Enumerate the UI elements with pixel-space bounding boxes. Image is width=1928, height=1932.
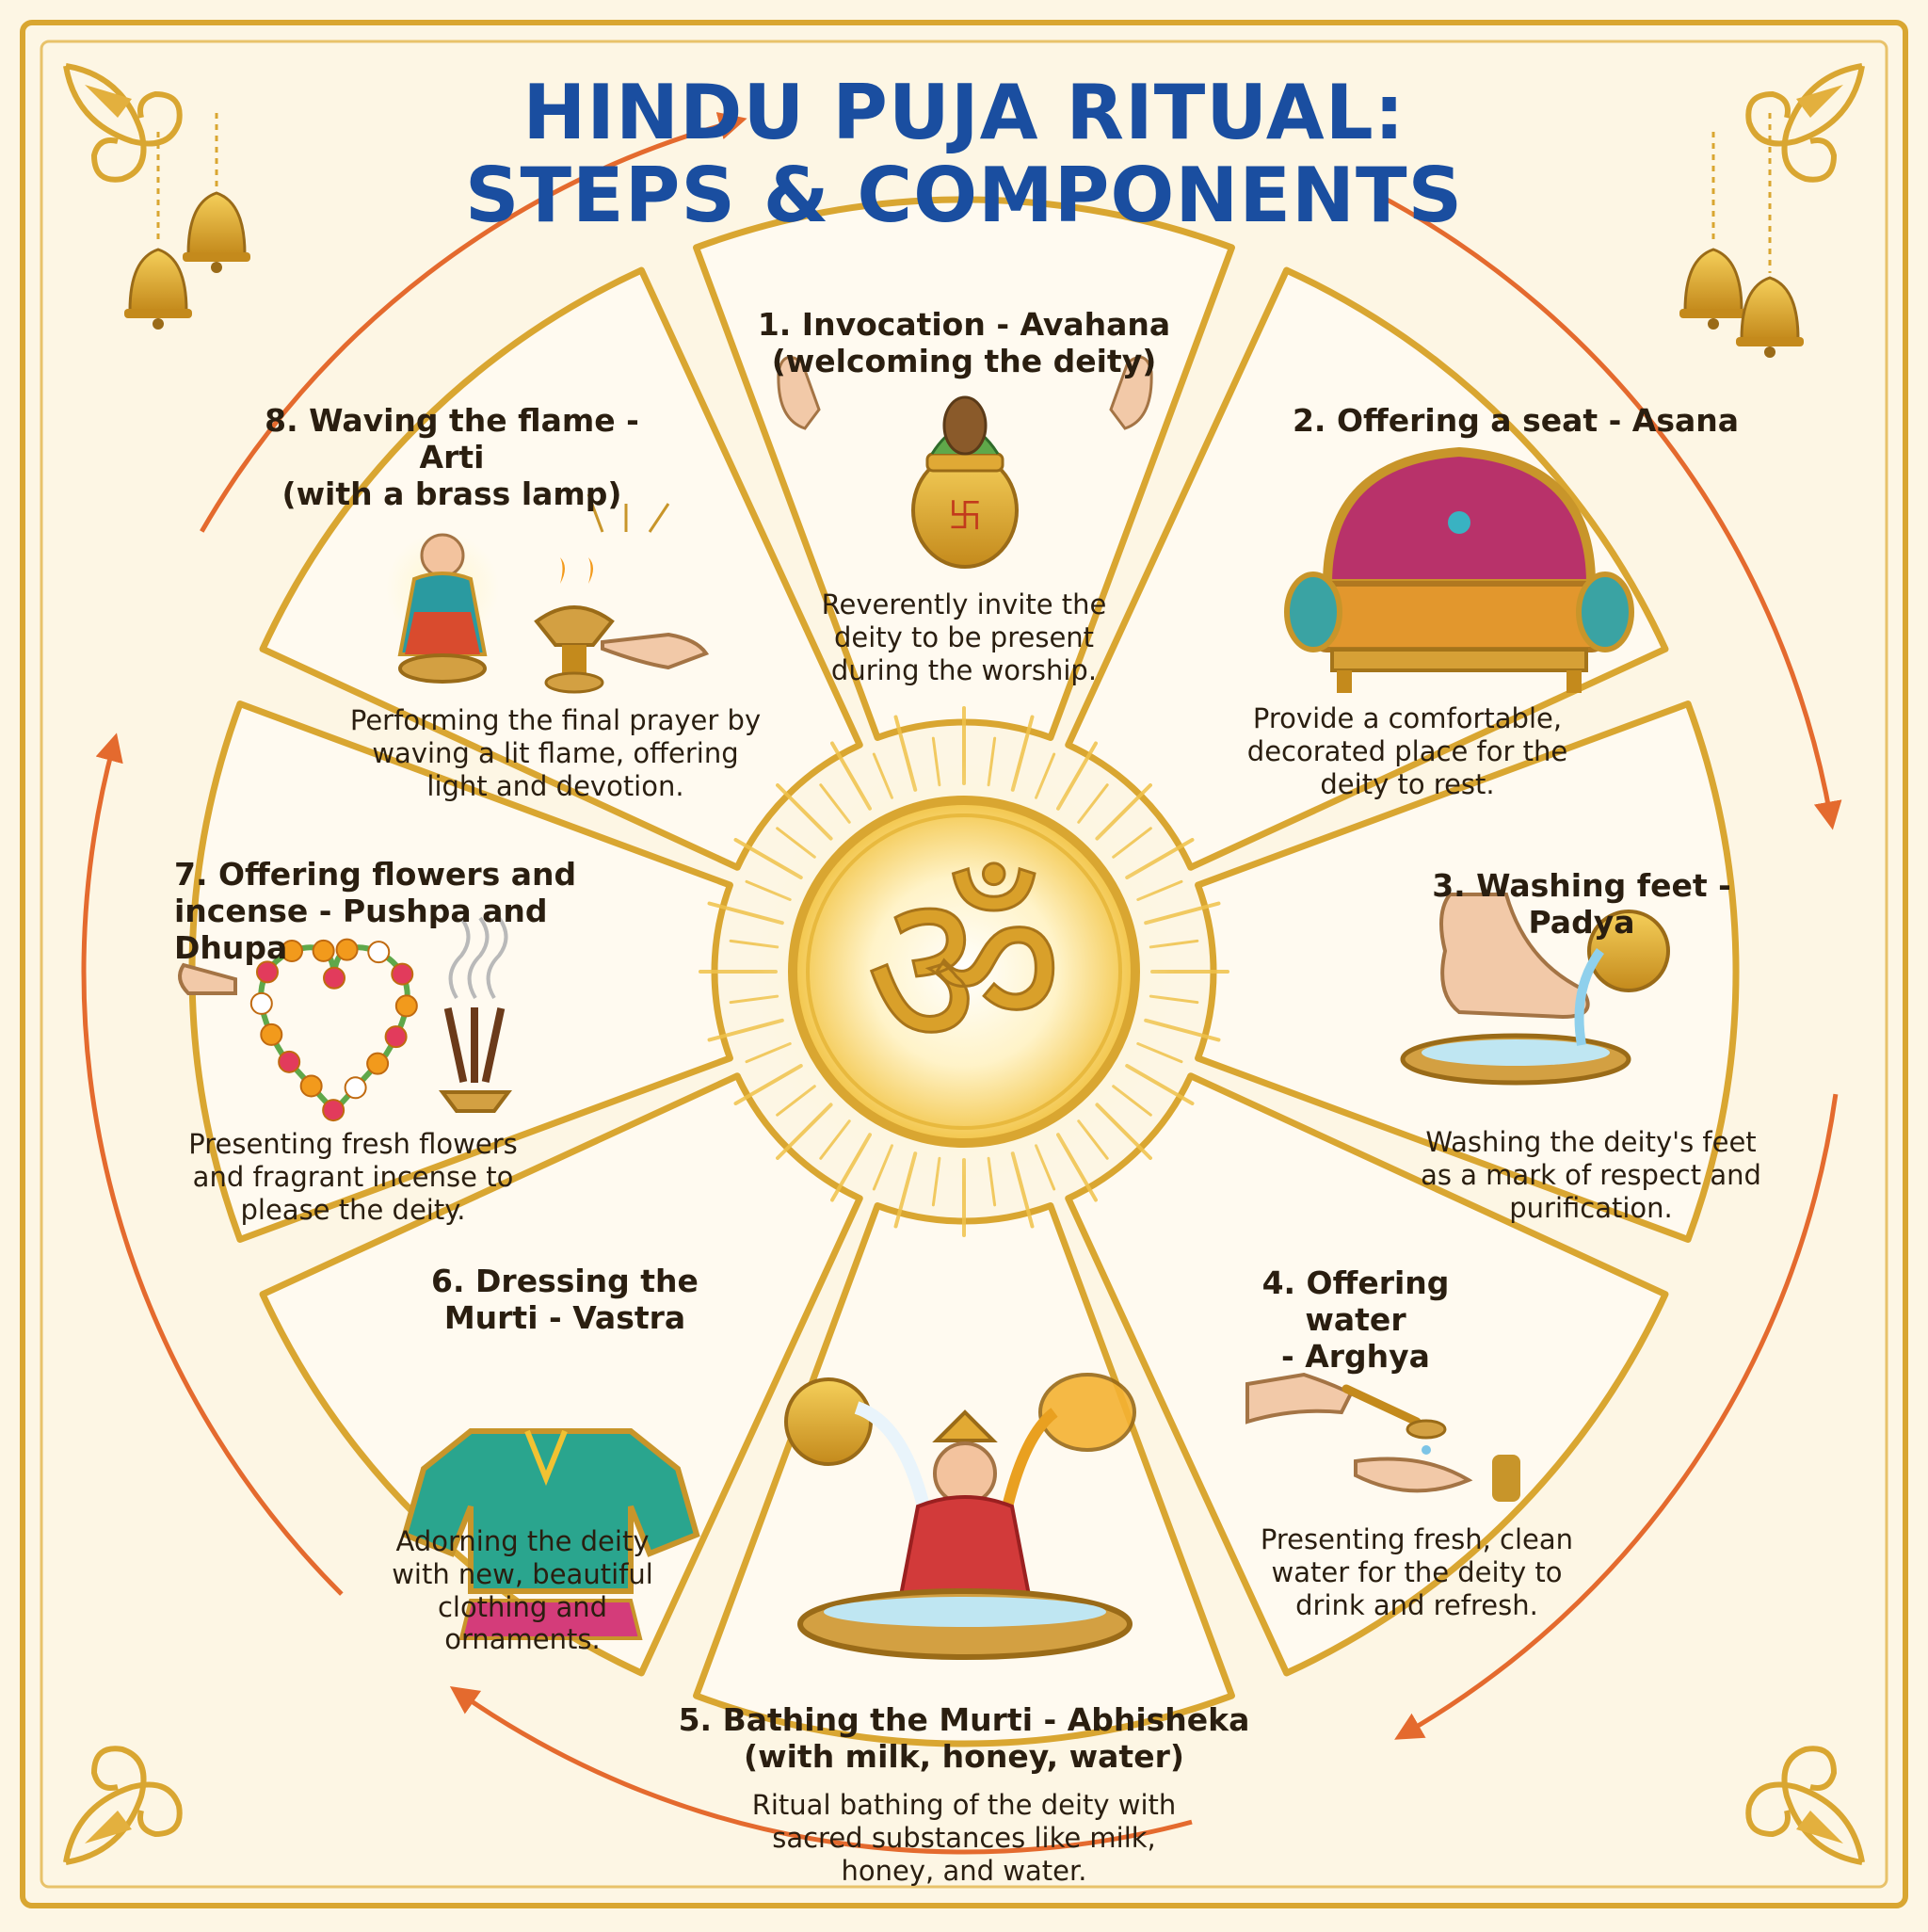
svg-text:卐: 卐 <box>948 497 982 536</box>
om-medallion: ॐ <box>699 706 1229 1237</box>
cycle-arrow <box>449 1686 1193 1855</box>
bell-icon <box>124 132 192 330</box>
water-spoon-icon <box>1245 1372 1520 1502</box>
kalash-icon: 卐 <box>777 355 1153 569</box>
corner-ornaments <box>63 63 1865 1865</box>
step-3-title: 3. Washing feet - Padya <box>1432 867 1731 941</box>
corner-ornament <box>1745 63 1865 183</box>
bell-icon <box>1679 132 1747 330</box>
bell-icon <box>1736 113 1804 358</box>
step-2-title: 2. Offering a seat - Asana <box>1292 402 1740 439</box>
step-2-description: Provide a comfortable,decorated place fo… <box>1246 702 1568 800</box>
cycle-arrow <box>200 112 747 533</box>
cycle-arrow <box>1394 1093 1839 1740</box>
step-4-panel <box>1065 1072 1669 1677</box>
corner-ornament <box>1745 1746 1865 1865</box>
cycle-arrows <box>81 112 1842 1855</box>
throne-icon <box>1284 446 1634 693</box>
abhisheka-icon <box>784 1373 1136 1660</box>
step-8-title: 8. Waving the flame - Arti(with a brass … <box>265 402 639 512</box>
page-title-line-2: STEPS & COMPONENTS <box>464 152 1464 239</box>
bell-icon <box>183 113 250 273</box>
corner-ornament <box>63 63 183 183</box>
arti-lamp-icon <box>386 493 710 694</box>
garland-incense-icon <box>178 916 512 1122</box>
step-5-title: 5. Bathing the Murti - Abhisheka(with mi… <box>678 1701 1250 1775</box>
corner-ornament <box>63 1746 183 1865</box>
decorative-border <box>20 20 1908 1908</box>
om-symbol-icon: ॐ <box>865 846 1063 1098</box>
step-4-title: 4. Offering water- Arghya <box>1261 1264 1450 1375</box>
step-8-panel <box>259 266 863 871</box>
cycle-arrow <box>1375 192 1842 830</box>
cycle-arrow <box>81 733 344 1596</box>
garment-icon <box>401 1428 700 1640</box>
step-1-title: 1. Invocation - Avahana(welcoming the de… <box>757 306 1171 379</box>
foot-washing-icon <box>1400 893 1670 1086</box>
page-title: HINDU PUJA RITUAL: <box>522 69 1406 156</box>
hanging-bells <box>124 113 1804 358</box>
